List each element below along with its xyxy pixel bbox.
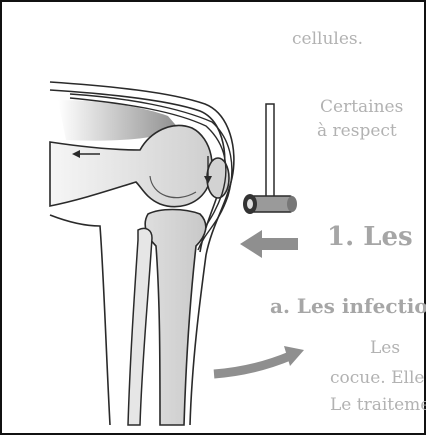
bg-para-line-2: cocue. Elle: [330, 368, 424, 388]
bg-subheading: a. Les infectio: [270, 294, 426, 318]
bg-section-heading: 1. Les: [327, 222, 413, 252]
bg-para-line-1: Les: [370, 338, 400, 358]
bg-text-line-1: cellules.: [292, 29, 363, 49]
bg-para-line-3: Le traitement: [330, 395, 426, 415]
bg-text-line-3: à respect: [317, 121, 397, 141]
bg-text-line-2: Certaines: [320, 97, 403, 117]
